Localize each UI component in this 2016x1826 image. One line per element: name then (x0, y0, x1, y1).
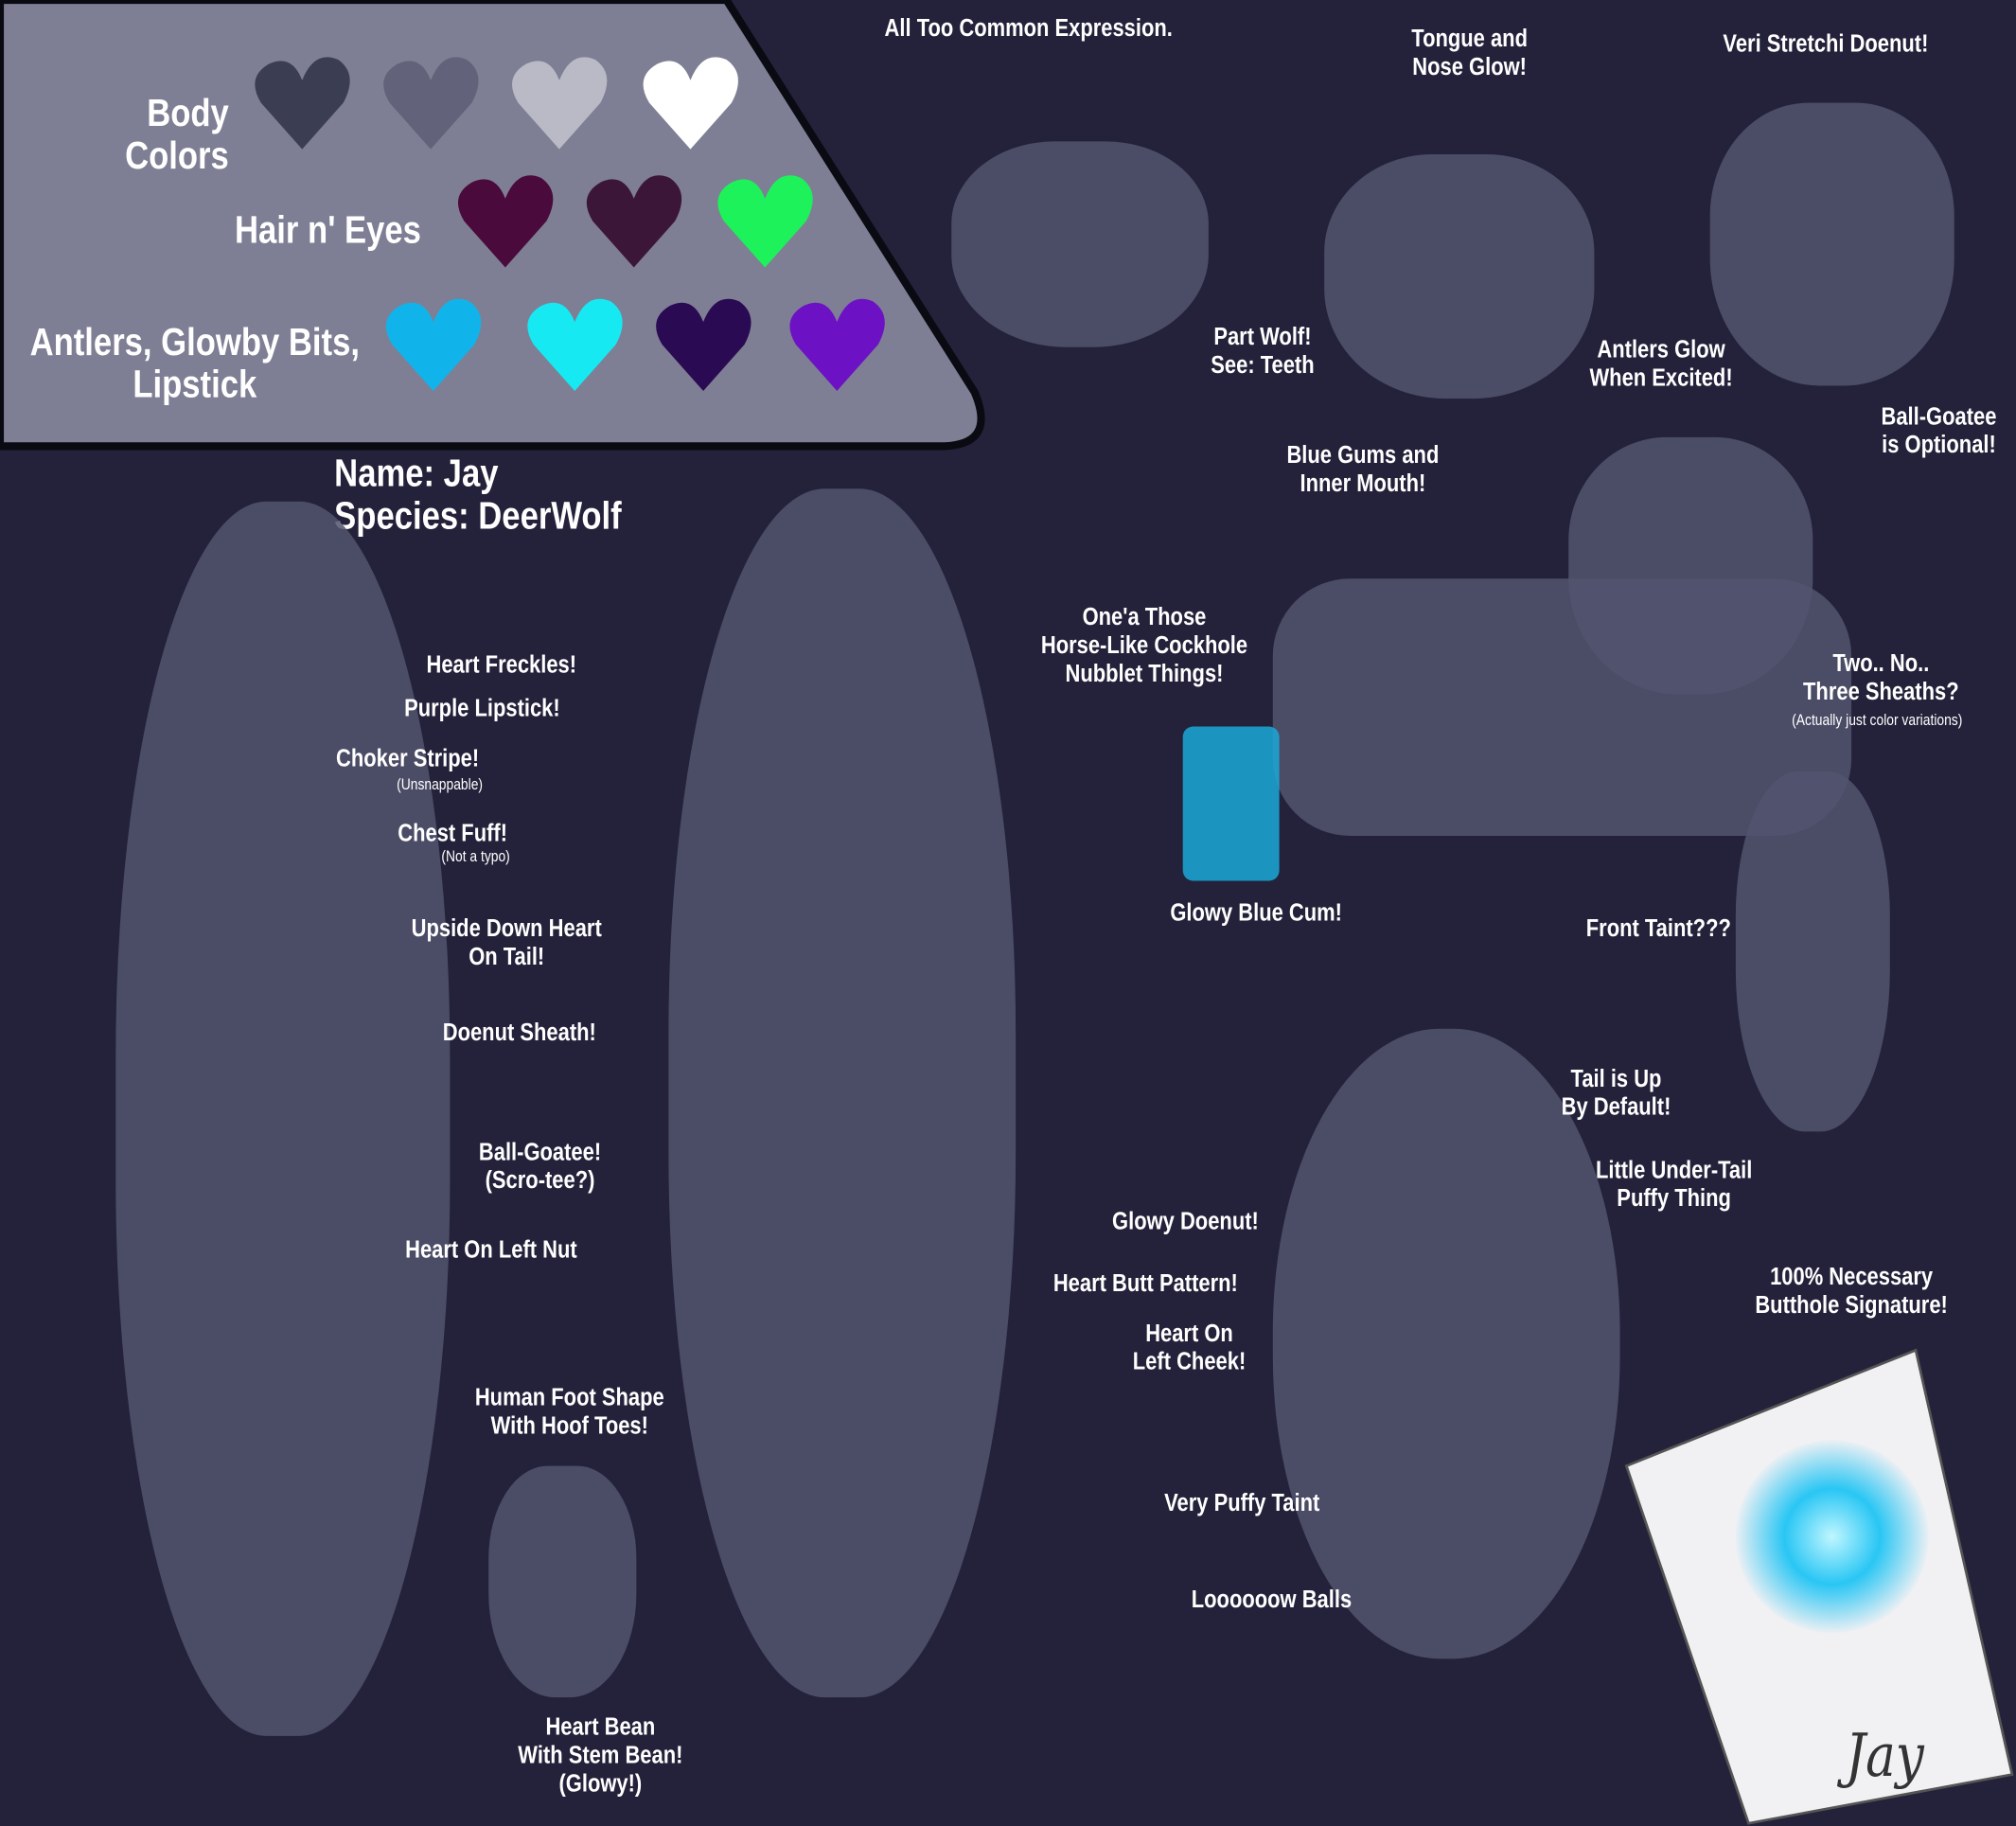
label-puffy: Little Under-Tail Puffy Thing (1595, 1157, 1753, 1213)
signature-glow (1735, 1440, 1929, 1634)
detail-illustration (1272, 578, 1852, 836)
label-choker: Choker Stripe! (336, 745, 480, 773)
rear-illustration-large (1272, 1028, 1620, 1659)
foot-illustration (488, 1465, 637, 1698)
label-partwolf: Part Wolf! See: Teeth (1211, 324, 1315, 380)
head-illustration-1 (951, 141, 1209, 347)
palette-label-body: Body Colors (125, 92, 229, 178)
label-sheaths-sub: (Actually just color variations) (1792, 711, 1963, 730)
label-expression: All Too Common Expression. (884, 15, 1173, 43)
color-swatch-heart (527, 298, 623, 391)
label-fuff-sub: (Not a typo) (441, 847, 510, 866)
rear-illustration-small (1709, 102, 1954, 386)
label-tailheart: Upside Down Heart On Tail! (411, 915, 602, 971)
label-stretchi: Veri Stretchi Doenut! (1723, 30, 1929, 59)
label-leftcheek: Heart On Left Cheek! (1132, 1321, 1247, 1376)
color-swatch-heart (512, 57, 608, 150)
label-tailup: Tail is Up By Default! (1561, 1066, 1671, 1122)
front-body-illustration (115, 501, 451, 1736)
label-glowydoenut: Glowy Doenut! (1112, 1208, 1259, 1236)
label-cum: Glowy Blue Cum! (1170, 899, 1342, 928)
color-swatch-heart (457, 175, 554, 268)
label-gums: Blue Gums and Inner Mouth! (1286, 442, 1440, 498)
label-leftnut: Heart On Left Nut (405, 1236, 577, 1265)
label-buttpattern: Heart Butt Pattern! (1052, 1270, 1238, 1298)
label-puffytaint: Very Puffy Taint (1164, 1490, 1320, 1517)
label-foot: Human Foot Shape With Hoof Toes! (474, 1384, 664, 1441)
palette-label-hair: Hair n' Eyes (235, 209, 422, 253)
color-swatch-heart (255, 57, 350, 150)
label-sheath: Doenut Sheath! (442, 1019, 596, 1047)
label-tongue: Tongue and Nose Glow! (1411, 26, 1528, 81)
glass-illustration (1182, 726, 1280, 881)
label-bean: Heart Bean With Stem Bean! (Glowy!) (518, 1713, 683, 1799)
label-sheaths: Two.. No.. Three Sheaths? (1803, 650, 1959, 706)
label-lipstick: Purple Lipstick! (404, 695, 560, 723)
color-swatch-heart (789, 298, 885, 391)
back-body-illustration (668, 488, 1017, 1698)
color-swatch-heart (586, 175, 682, 268)
detail-illustration-2 (1735, 771, 1890, 1132)
label-antlersglow: Antlers Glow When Excited! (1589, 336, 1733, 393)
color-swatch-heart (656, 298, 752, 391)
color-swatch-heart (385, 298, 482, 391)
color-swatch-heart (383, 57, 479, 150)
label-nubblet: One'a Those Horse-Like Cockhole Nubblet … (1040, 604, 1248, 688)
label-freckles: Heart Freckles! (426, 651, 577, 680)
label-signature-note: 100% Necessary Butthole Signature! (1755, 1264, 1948, 1320)
palette-label-antlers: Antlers, Glowby Bits, Lipstick (29, 321, 361, 407)
label-goatee: Ball-Goatee! (Scro-tee?) (478, 1139, 602, 1195)
label-choker-sub: (Unsnappable) (397, 775, 484, 794)
label-fuff: Chest Fuff! (398, 820, 508, 848)
character-name: Name: Jay (334, 452, 499, 495)
label-goatee-opt: Ball-Goatee is Optional! (1881, 403, 1997, 459)
signature-text: Jay (1845, 1720, 1924, 1790)
label-fronttaint: Front Taint??? (1585, 915, 1731, 943)
label-balls: Loooooow Balls (1191, 1587, 1353, 1614)
character-species: Species: DeerWolf (334, 494, 622, 538)
color-swatch-heart (643, 57, 738, 150)
head-illustration-2 (1324, 154, 1595, 399)
color-swatch-heart (717, 175, 813, 268)
